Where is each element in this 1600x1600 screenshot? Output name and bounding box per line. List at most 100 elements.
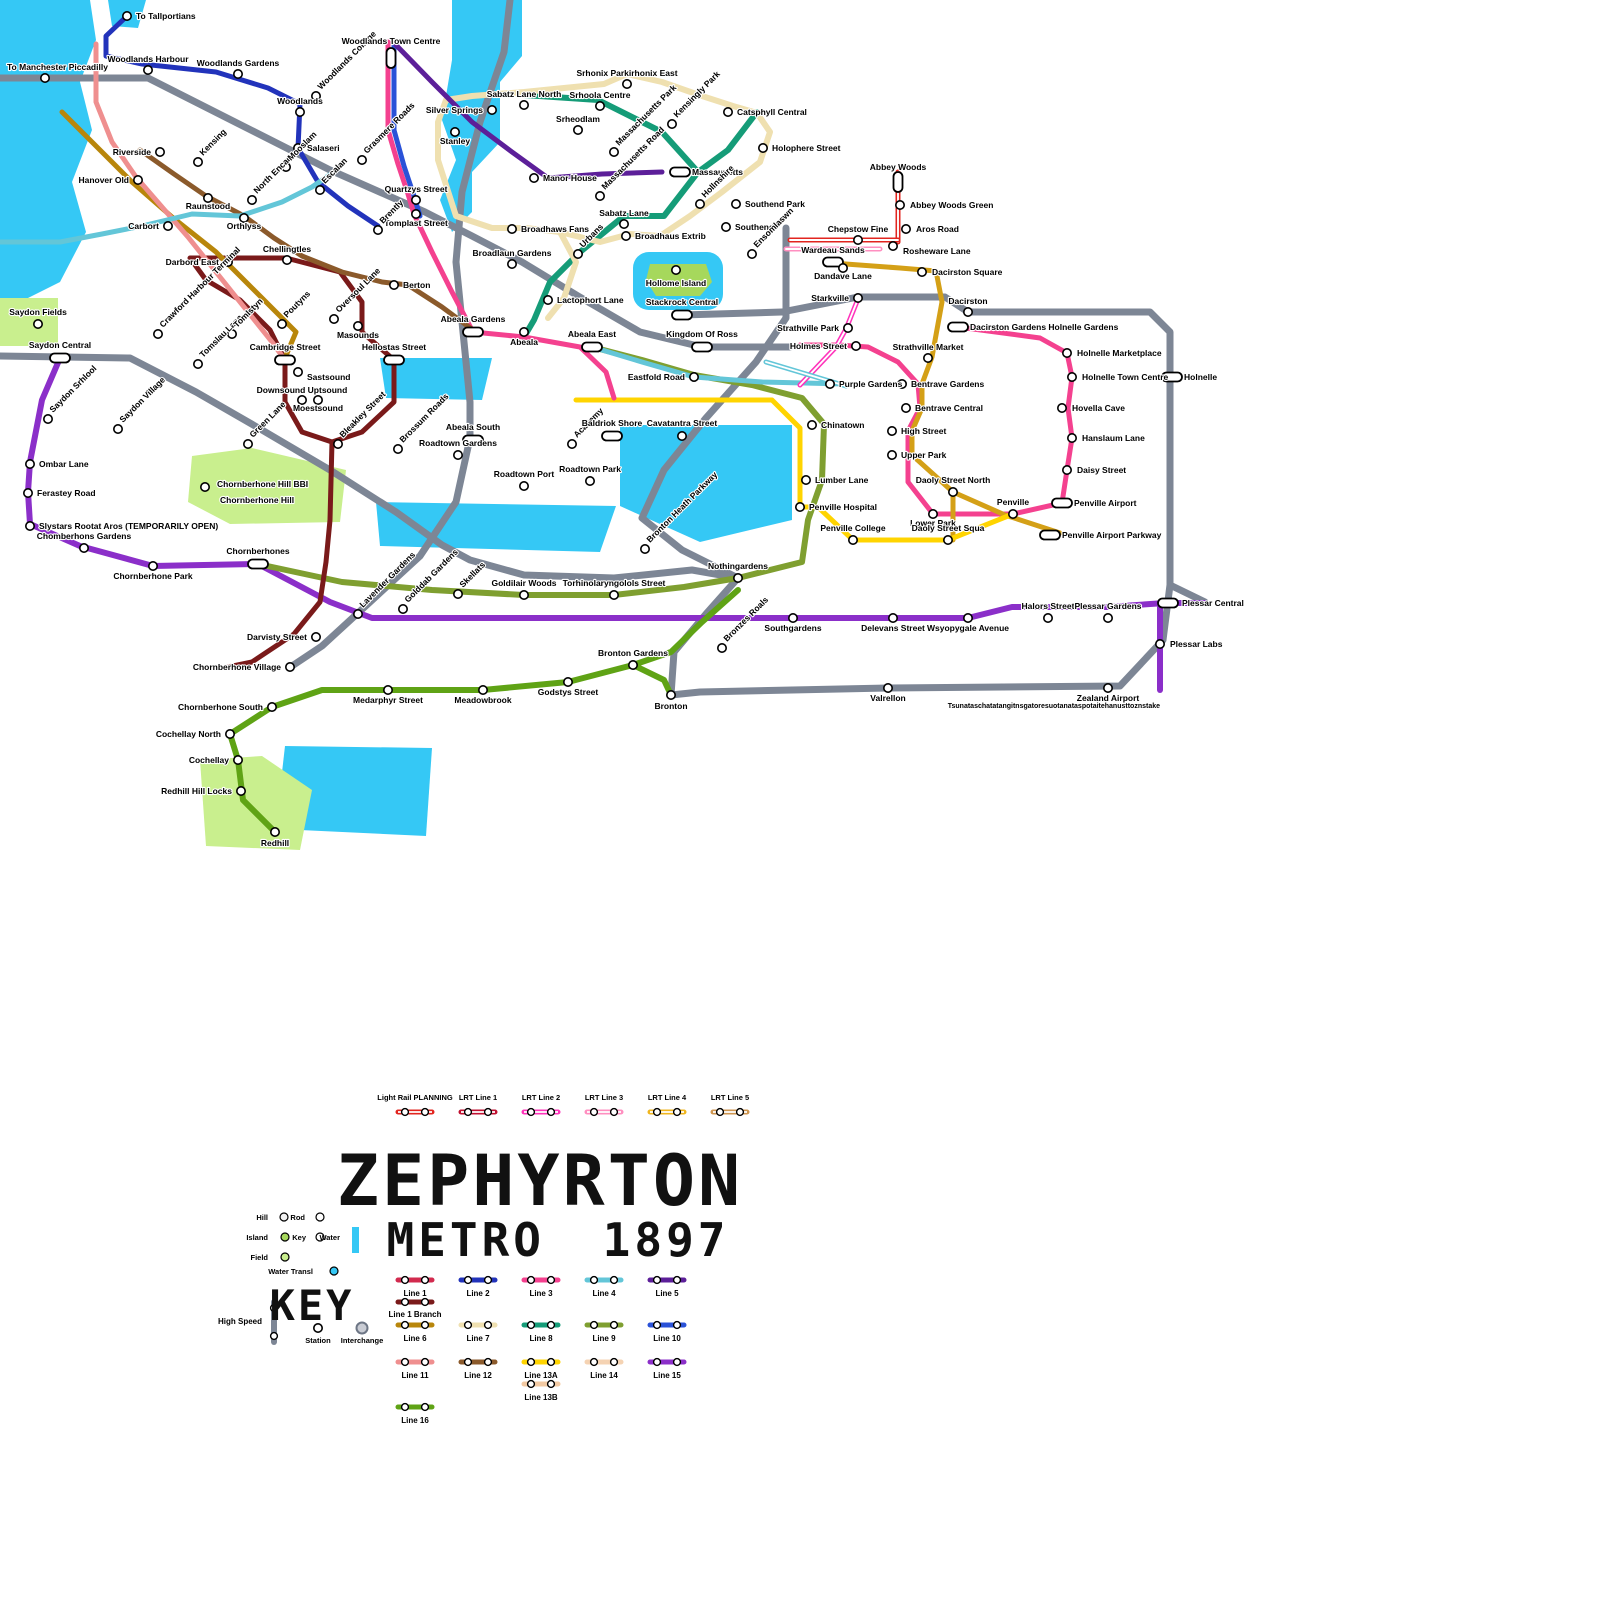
station-marker [594,101,605,112]
station-marker [397,603,408,614]
station-marker [1103,682,1114,693]
station-label: High Street [901,426,947,436]
legend-line-label: Line 5 [655,1289,679,1298]
route-line12 [137,147,476,333]
station-marker [666,119,677,130]
legend-line-label: Line 1 Branch [389,1310,442,1319]
station-marker [236,785,247,796]
legend-lrt-label: Light Rail PLANNING [377,1093,453,1102]
station-marker [720,222,731,233]
legend-lrt-label: LRT Line 4 [648,1093,687,1102]
station-marker [800,474,811,485]
station-marker [716,642,727,653]
legend-lrt-swatch-station-dot [672,1107,682,1117]
legend-line-label: Line 8 [529,1334,553,1343]
station-label: Broadhaus Extrib [635,231,706,241]
station-marker [233,69,244,80]
station-label: Brossum Roads [397,391,450,444]
station-marker [730,199,741,210]
station-marker [1155,638,1166,649]
station-marker [24,458,35,469]
station-marker [328,313,339,324]
map-subtitle: METRO 1897 [387,1213,730,1267]
interchange-marker [1051,497,1073,509]
station-label: Abeala [510,337,538,347]
legend-station-label: Station [305,1336,331,1345]
station-marker [410,195,421,206]
legend-line-swatch-station-dot [420,1297,430,1307]
station-marker [352,320,363,331]
station-label: Bronton [654,701,687,711]
legend-line-swatch-station-dot [400,1275,410,1285]
station-marker [163,221,174,232]
water-area [0,0,96,302]
terrain-areas [0,0,792,850]
station-marker [947,486,958,497]
legend-line-swatch-station-dot [400,1357,410,1367]
station-label: Abbey Woods Green [910,200,993,210]
legend-line-label: Line 16 [401,1416,429,1425]
station-marker [962,306,973,317]
station-marker [1043,612,1054,623]
station-marker [310,631,321,642]
legend-line-label: Line 7 [466,1334,490,1343]
legend-line-label: Line 1 [403,1289,427,1298]
station-label: Hollome Island [646,278,706,288]
station-label: Southgardens [764,623,821,633]
station-marker [746,249,757,260]
legend-lrt-label: LRT Line 3 [585,1093,623,1102]
station-label: Stackrock Central [646,297,718,307]
station-marker [942,534,953,545]
legend-lrt-swatch-station-dot [652,1107,662,1117]
station-marker [486,105,497,116]
legend-line-swatch-station-dot [420,1275,430,1285]
station-marker [886,449,897,460]
station-label: Roadtown Park [559,464,621,474]
legend-terrain-label: Water [319,1233,340,1242]
station-marker [787,612,798,623]
station-label: Zealand Airport [1077,693,1140,703]
station-marker [562,676,573,687]
station-marker [148,560,159,571]
station-label: Halors Street [1022,601,1075,611]
station-label: Strathville Market [893,342,964,352]
station-label: Aros Road [916,224,959,234]
station-marker [528,173,539,184]
station-marker [572,125,583,136]
station-marker [852,235,863,246]
legend-lrt-swatch-station-dot [420,1107,430,1117]
route-line11 [93,41,288,363]
station-marker [900,402,911,413]
station-label: Bronton Gardens [598,648,668,658]
legend-line-swatch-station-dot [483,1320,493,1330]
station-label: Massausetts [692,167,743,177]
legend-line-label: Line 2 [466,1289,490,1298]
route-line6-east [829,260,956,543]
station-marker [200,481,211,492]
station-marker [594,191,605,202]
station-marker [310,91,321,102]
station-label: Bentrave Gardens [911,379,984,389]
station-label: Darvisty Street [247,632,307,642]
station-label: Woodlands Harbour [107,54,189,64]
station-marker [518,326,529,337]
station-label: Hanslaum Lane [1082,433,1145,443]
station-label: Starkville [811,293,849,303]
station-marker [1067,432,1078,443]
station-marker [79,542,90,553]
interchange-marker [247,558,269,570]
legend-lrt-swatch-station-dot [483,1107,493,1117]
legend-line-swatch-station-dot [672,1357,682,1367]
route-high-speed-1 [0,74,794,351]
station-label: Hovella Cave [1072,403,1125,413]
station-label: Abeala South [446,422,500,432]
route-line1-branch-ring [187,255,397,445]
station-label: Hellostas Street [362,342,426,352]
legend-lrt-swatch-station-dot [400,1107,410,1117]
legend-line-label: Line 4 [592,1289,616,1298]
legend-line-swatch-station-dot [652,1357,662,1367]
station-marker [449,127,460,138]
legend-line-swatch-station-dot [526,1320,536,1330]
station-marker [39,73,50,84]
